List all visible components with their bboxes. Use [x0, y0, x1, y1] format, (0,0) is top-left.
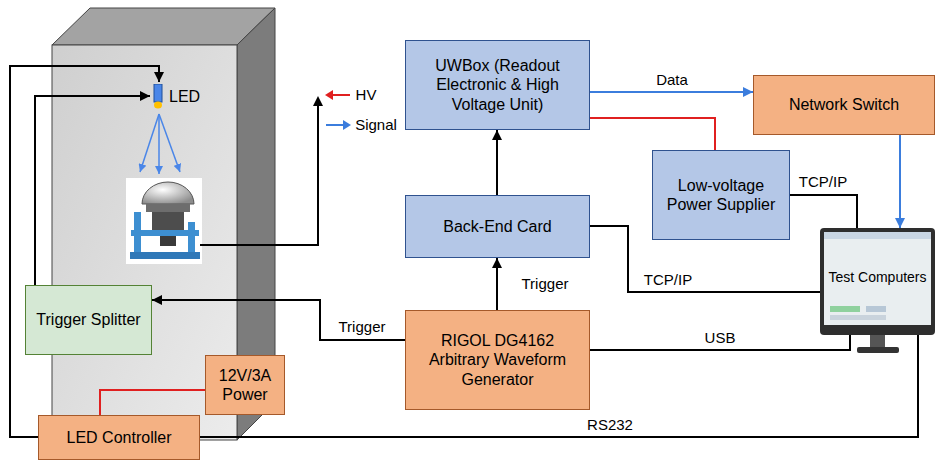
- signal-name: HV: [354, 86, 379, 104]
- box-label: UWBox (Readout Electronic & High Voltage…: [416, 56, 579, 114]
- connector: [496, 258, 498, 310]
- connector: [590, 118, 715, 150]
- signal-name: Signal: [353, 116, 399, 134]
- monitor-stand: [857, 335, 899, 353]
- connector-label: TCP/IP: [642, 271, 694, 289]
- connector-label: USB: [703, 329, 738, 347]
- box-label: RIGOL DG4162 Arbitrary Waveform Generato…: [416, 331, 579, 389]
- monitor-bezel: [820, 228, 935, 335]
- box-label: Test Computers: [828, 269, 926, 286]
- component-label: LED: [169, 87, 200, 106]
- connector: [899, 135, 901, 228]
- controller-box: LED Controller: [38, 415, 200, 460]
- connector-label: TCP/IP: [797, 173, 849, 191]
- box-label: 12V/3A Power: [216, 366, 274, 404]
- equipment-box: RIGOL DG4162 Arbitrary Waveform Generato…: [405, 310, 590, 410]
- screen-widget: [830, 315, 886, 320]
- pmt-photo: [126, 178, 202, 264]
- connector: [152, 300, 405, 340]
- splitter-box: Trigger Splitter: [25, 285, 152, 355]
- connector-label: Data: [654, 71, 690, 89]
- led-icon: [152, 84, 164, 110]
- hv-signal-cable: [200, 90, 351, 245]
- equipment-box: Network Switch: [753, 75, 935, 135]
- box-label: LED Controller: [67, 428, 172, 447]
- led-emitter: LED: [150, 82, 212, 112]
- connector: [10, 66, 159, 437]
- led-light-rays: [140, 114, 180, 174]
- power-supply-box: Low-voltage Power Supplier: [652, 150, 790, 240]
- connector-label: RS232: [585, 416, 635, 434]
- screen-area: [824, 232, 931, 325]
- led-body: [154, 84, 162, 102]
- box-label: Low-voltage Power Supplier: [663, 176, 779, 214]
- connector-label: Trigger: [520, 275, 571, 293]
- connector-label: Trigger: [337, 318, 388, 336]
- box-label: Trigger Splitter: [36, 310, 140, 329]
- connector: [35, 96, 150, 285]
- connector: [790, 195, 857, 228]
- connector: [590, 91, 753, 93]
- power-box: 12V/3A Power: [205, 355, 285, 415]
- led-lens: [154, 102, 162, 109]
- computer-monitor: Test Computers: [820, 228, 935, 335]
- box-label: Network Switch: [789, 95, 899, 114]
- connector: [100, 390, 205, 415]
- box-label: Back-End Card: [443, 217, 552, 236]
- electronics-box: Back-End Card: [405, 195, 590, 258]
- screen-widget: [866, 306, 886, 312]
- screen-widget: [830, 306, 860, 312]
- connector: [496, 130, 498, 195]
- window-bar: [824, 232, 931, 239]
- electronics-box: UWBox (Readout Electronic & High Voltage…: [405, 40, 590, 130]
- dark-box: [52, 8, 275, 440]
